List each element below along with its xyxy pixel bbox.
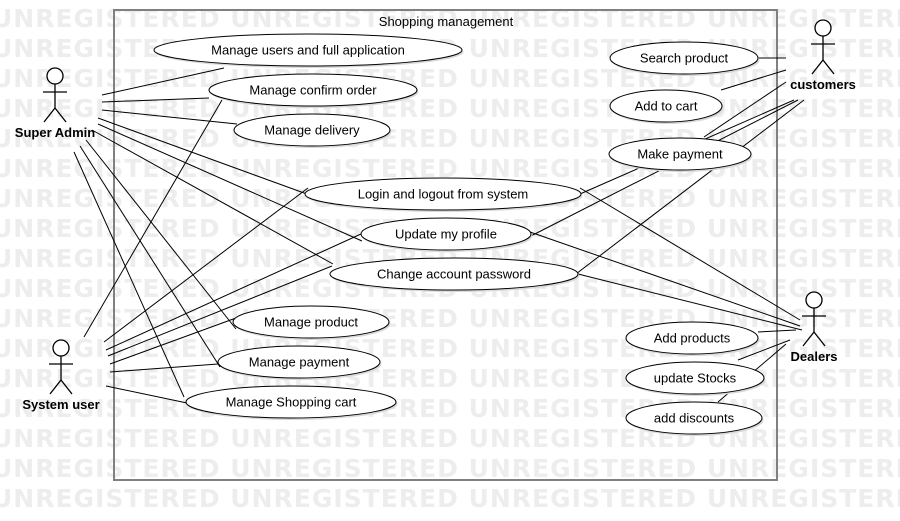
association-line xyxy=(97,117,316,198)
use-case-ellipse[interactable] xyxy=(233,113,391,147)
use-case-label: Add to cart xyxy=(635,99,698,114)
actor-head xyxy=(52,339,70,357)
use-case-ellipse[interactable] xyxy=(609,89,723,123)
use-case-ellipse[interactable] xyxy=(625,361,765,395)
use-case-label: Make payment xyxy=(637,147,723,162)
association-line xyxy=(91,129,334,265)
actor-right-leg xyxy=(54,107,67,123)
association-line xyxy=(97,123,363,242)
use-case-label: Manage users and full application xyxy=(211,43,405,58)
association-line xyxy=(579,187,801,321)
use-case-label: add discounts xyxy=(654,411,735,426)
association-line xyxy=(101,109,238,125)
association-lines xyxy=(73,57,805,404)
use-case-add-to-cart[interactable]: Add to cart xyxy=(609,89,724,124)
use-case-label: Manage confirm order xyxy=(249,83,377,98)
actor-right-leg xyxy=(813,331,826,347)
actor-left-leg xyxy=(49,379,62,395)
actor-system-user[interactable]: System user xyxy=(22,339,100,412)
use-case-label: Manage payment xyxy=(249,355,350,370)
use-case-add-discounts[interactable]: add discounts xyxy=(625,401,764,436)
association-line xyxy=(103,187,309,343)
association-line xyxy=(109,317,237,365)
use-case-confirm-order[interactable]: Manage confirm order xyxy=(208,73,419,108)
use-case-search-product[interactable]: Search product xyxy=(609,41,760,76)
use-case-ellipse[interactable] xyxy=(153,33,463,67)
use-case-update-stocks[interactable]: update Stocks xyxy=(625,361,766,396)
use-case-label: Change account password xyxy=(377,267,531,282)
actor-right-leg xyxy=(60,379,73,395)
association-line xyxy=(83,99,223,338)
use-case-label: Add products xyxy=(654,331,731,346)
association-line xyxy=(571,99,805,278)
actor-label: Dealers xyxy=(791,349,838,364)
use-case-ellipse[interactable] xyxy=(625,401,763,435)
actor-right-leg xyxy=(822,59,835,75)
actor-head xyxy=(46,67,64,85)
association-line xyxy=(79,145,221,368)
association-line xyxy=(85,139,237,330)
association-line xyxy=(703,81,787,138)
actor-label: System user xyxy=(22,397,99,412)
actor-left-leg xyxy=(43,107,56,123)
use-case-login[interactable]: Login and logout from system xyxy=(304,177,583,212)
association-line xyxy=(101,67,225,96)
actor-head xyxy=(814,19,832,37)
use-case-add-products[interactable]: Add products xyxy=(625,321,760,356)
association-line xyxy=(529,231,801,327)
use-case-label: Manage delivery xyxy=(264,123,360,138)
association-line xyxy=(105,233,362,351)
use-case-label: Manage Shopping cart xyxy=(226,395,357,410)
actor-super-admin[interactable]: Super Admin xyxy=(15,67,95,140)
stick-figure-icon xyxy=(802,291,826,347)
use-case-delivery[interactable]: Manage delivery xyxy=(233,113,392,148)
use-case-label: update Stocks xyxy=(654,371,737,386)
use-case-manage-product[interactable]: Manage product xyxy=(232,305,391,340)
association-line xyxy=(109,363,219,373)
use-case-label: Update my profile xyxy=(395,227,497,242)
use-case-manage-payment[interactable]: Manage payment xyxy=(217,345,382,380)
use-case-label: Login and logout from system xyxy=(358,187,529,202)
use-case-ellipse[interactable] xyxy=(217,345,381,379)
actor-head xyxy=(805,291,823,309)
actor-dealers[interactable]: Dealers xyxy=(791,291,838,364)
actor-left-leg xyxy=(811,59,824,75)
use-cases: Manage users and full applicationManage … xyxy=(153,33,766,436)
use-case-ellipse[interactable] xyxy=(329,257,579,291)
system-title: Shopping management xyxy=(379,14,514,29)
actor-label: Super Admin xyxy=(15,125,95,140)
use-case-ellipse[interactable] xyxy=(232,305,390,339)
association-line xyxy=(720,69,787,91)
use-case-manage-users[interactable]: Manage users and full application xyxy=(153,33,464,68)
actor-label: customers xyxy=(790,77,856,92)
use-case-ellipse[interactable] xyxy=(609,41,759,75)
association-line xyxy=(757,329,797,333)
association-line xyxy=(73,151,185,398)
association-line xyxy=(737,339,791,361)
use-case-make-payment[interactable]: Make payment xyxy=(608,137,753,172)
association-line xyxy=(105,385,188,404)
stick-figure-icon xyxy=(811,19,835,75)
use-case-ellipse[interactable] xyxy=(625,321,759,355)
use-case-ellipse[interactable] xyxy=(608,137,752,171)
use-case-ellipse[interactable] xyxy=(208,73,418,107)
use-case-change-password[interactable]: Change account password xyxy=(329,257,580,292)
use-case-update-profile[interactable]: Update my profile xyxy=(360,217,533,252)
system-boundary xyxy=(113,9,778,481)
stick-figure-icon xyxy=(49,339,73,395)
actor-left-leg xyxy=(802,331,815,347)
use-case-shopping-cart[interactable]: Manage Shopping cart xyxy=(185,385,398,420)
use-case-ellipse[interactable] xyxy=(185,385,397,419)
use-case-ellipse[interactable] xyxy=(304,177,582,211)
use-case-ellipse[interactable] xyxy=(360,217,532,251)
association-line xyxy=(101,97,210,103)
stick-figure-icon xyxy=(43,67,67,123)
association-line xyxy=(577,273,803,331)
use-case-label: Search product xyxy=(640,51,729,66)
actor-customers[interactable]: customers xyxy=(790,19,856,92)
use-case-label: Manage product xyxy=(264,315,358,330)
association-line xyxy=(107,265,333,357)
